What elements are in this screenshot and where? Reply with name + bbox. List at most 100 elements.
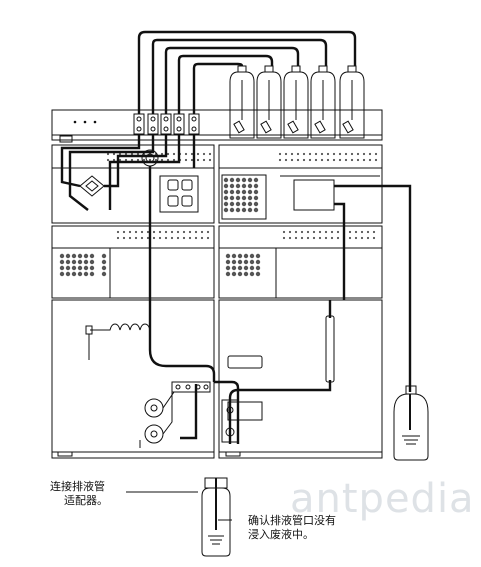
vent-dot — [59, 253, 65, 259]
vent-dot — [89, 271, 95, 277]
vent-dot — [83, 265, 89, 271]
vent-dot — [241, 189, 247, 195]
vent-dot — [231, 259, 237, 265]
vent-dot — [77, 271, 83, 277]
vent-dot — [152, 230, 156, 234]
vent-dot — [308, 158, 312, 162]
vent-dot — [362, 152, 366, 156]
vent-dot — [296, 158, 300, 162]
vent-dot — [89, 253, 95, 259]
vent-dot — [255, 253, 261, 259]
vent-dot — [166, 158, 170, 162]
vent-dot — [338, 152, 342, 156]
vent-dot — [324, 230, 328, 234]
autosampler-module — [51, 225, 215, 299]
vent-dot — [247, 201, 253, 207]
vent-dot — [160, 152, 164, 156]
vent-dot — [320, 158, 324, 162]
column-tube — [325, 315, 335, 383]
vent-dot — [255, 259, 261, 265]
vent-dot — [348, 236, 352, 240]
vent-dot — [176, 236, 180, 240]
vent-dot — [229, 195, 235, 201]
vent-dot — [354, 236, 358, 240]
vent-dot — [140, 236, 144, 240]
vent-dot — [223, 189, 229, 195]
vent-dot — [249, 271, 255, 277]
vent-dot — [59, 259, 65, 265]
vent-dot — [306, 230, 310, 234]
vent-dot — [158, 230, 162, 234]
vent-dot — [253, 207, 259, 213]
vent-dot — [124, 152, 128, 156]
vent-dot — [294, 230, 298, 234]
vent-dot — [65, 259, 71, 265]
vent-dot — [182, 236, 186, 240]
vent-dot — [326, 158, 330, 162]
vent-dot — [223, 207, 229, 213]
vent-dot — [106, 158, 110, 162]
vent-dot — [134, 236, 138, 240]
vent-dot — [372, 236, 376, 240]
vent-dot — [146, 230, 150, 234]
vent-dot — [312, 236, 316, 240]
vent-dot — [206, 230, 210, 234]
vent-dot — [368, 152, 372, 156]
vent-dot — [344, 152, 348, 156]
vent-dot — [164, 230, 168, 234]
vent-dot — [116, 230, 120, 234]
column-oven-module — [218, 225, 383, 299]
vent-dot — [200, 236, 204, 240]
vent-dot — [308, 152, 312, 156]
vent-dot — [241, 195, 247, 201]
vent-dot — [278, 158, 282, 162]
vent-dot — [200, 230, 204, 234]
vent-dot — [282, 236, 286, 240]
vent-dot — [235, 183, 241, 189]
solvent-lines — [60, 30, 412, 444]
vent-dot — [318, 230, 322, 234]
vent-dot — [241, 201, 247, 207]
vent-dot — [112, 158, 116, 162]
vent-dot — [332, 158, 336, 162]
heating-coil — [85, 323, 151, 448]
vent-dot — [164, 236, 168, 240]
vent-dot — [336, 230, 340, 234]
vent-dot — [77, 253, 83, 259]
vent-dot — [128, 236, 132, 240]
vent-dot — [154, 158, 158, 162]
connect-adapter-label-line1: 连接排液管 — [50, 480, 105, 493]
vent-dot — [354, 230, 358, 234]
vent-dot — [235, 189, 241, 195]
vent-dot — [338, 158, 342, 162]
vent-dot — [243, 265, 249, 271]
vent-dot — [362, 158, 366, 162]
vent-dot — [253, 201, 259, 207]
vent-dot — [172, 158, 176, 162]
vent-dot — [296, 152, 300, 156]
vent-dot — [330, 230, 334, 234]
vent-dot — [112, 152, 116, 156]
vent-dot — [172, 152, 176, 156]
vent-dot — [152, 236, 156, 240]
vent-dot — [196, 158, 200, 162]
vent-dot — [312, 230, 316, 234]
solvent-tray — [51, 109, 383, 141]
vent-dot — [65, 271, 71, 277]
vent-dot — [255, 271, 261, 277]
vent-dot — [116, 236, 120, 240]
vent-dot — [247, 183, 253, 189]
vent-dot — [247, 207, 253, 213]
vent-dot — [290, 158, 294, 162]
vent-dot — [229, 207, 235, 213]
vent-dot — [249, 265, 255, 271]
vent-dot — [288, 236, 292, 240]
vent-dot — [71, 271, 77, 277]
vent-dot — [71, 253, 77, 259]
vent-dot — [202, 152, 206, 156]
vent-dot — [225, 259, 231, 265]
vent-dot — [332, 152, 336, 156]
connect-adapter-label-line2: 适配器。 — [64, 494, 108, 507]
vent-dot — [77, 265, 83, 271]
vent-dot — [130, 152, 134, 156]
